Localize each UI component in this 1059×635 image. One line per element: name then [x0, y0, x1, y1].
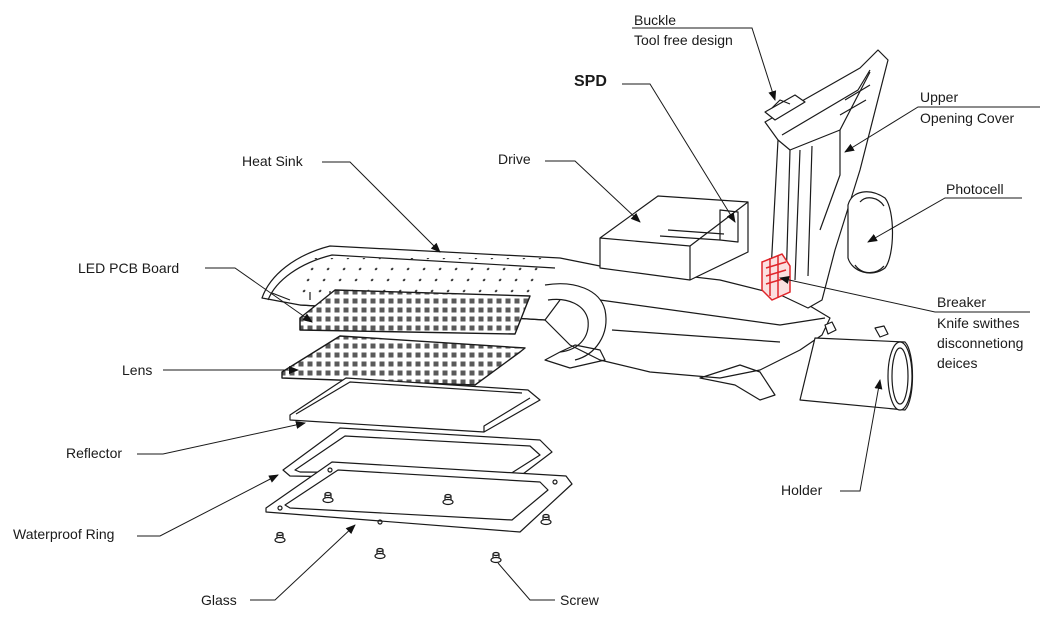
- label-screw: Screw: [560, 592, 599, 608]
- reflector: [289, 377, 541, 433]
- label-waterproof-ring: Waterproof Ring: [13, 526, 115, 542]
- label-upper: Upper: [920, 89, 959, 105]
- drive-leader: [545, 160, 641, 223]
- label-deices: deices: [937, 355, 978, 371]
- label-tool-free-design: Tool free design: [634, 32, 733, 48]
- led-pcb-board: [299, 289, 531, 335]
- led-pcb-leader: [205, 267, 313, 323]
- reflector-leader: [137, 421, 306, 455]
- label-holder: Holder: [781, 482, 823, 498]
- glass-leader: [250, 524, 356, 601]
- label-spd: SPD: [574, 73, 607, 90]
- label-heat-sink: Heat Sink: [242, 153, 303, 169]
- waterproof-ring-leader: [137, 474, 279, 537]
- screws: [274, 491, 552, 564]
- upper-opening-cover: [764, 49, 889, 309]
- holder-tube: [799, 321, 914, 411]
- lens: [281, 335, 526, 386]
- label-disconnetiong: disconnetiong: [937, 335, 1024, 351]
- upper-cover-leader: [844, 106, 1040, 153]
- breaker: [761, 253, 791, 301]
- label-breaker: Breaker: [937, 294, 987, 310]
- label-reflector: Reflector: [66, 445, 123, 461]
- label-buckle: Buckle: [634, 12, 677, 28]
- breaker-leader: [779, 276, 1030, 313]
- photocell: [847, 191, 894, 274]
- leader-lines: [137, 27, 1040, 601]
- label-lens: Lens: [122, 362, 153, 378]
- drive-box: [599, 195, 749, 281]
- holder-leader: [840, 379, 883, 492]
- label-drive: Drive: [498, 151, 531, 167]
- photocell-leader: [867, 197, 1022, 243]
- label-opening-cover: Opening Cover: [920, 110, 1015, 126]
- heat-sink-leader: [322, 161, 441, 253]
- label-knife-swithes: Knife swithes: [937, 315, 1020, 331]
- glass-plate: [265, 461, 573, 533]
- spd-leader: [622, 83, 736, 223]
- label-led-pcb-board: LED PCB Board: [78, 260, 180, 276]
- buckle-leader: [632, 27, 777, 101]
- label-glass: Glass: [201, 592, 237, 608]
- label-photocell: Photocell: [946, 181, 1004, 197]
- screw-leader: [497, 562, 555, 601]
